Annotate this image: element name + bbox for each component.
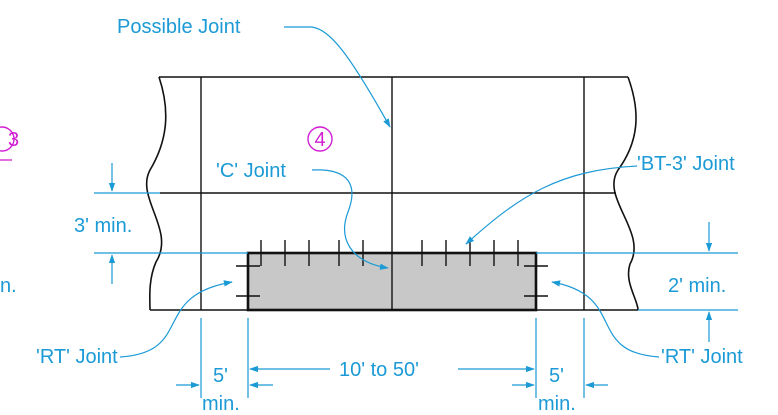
c-joint-label: 'C' Joint <box>216 160 286 182</box>
possible-joint-label: Possible Joint <box>117 16 241 38</box>
callout-3-partial: 3 <box>0 126 19 161</box>
dim-3-min-label: 3' min. <box>74 215 132 237</box>
dim-5-left-value: 5' <box>213 365 228 387</box>
tie-bar-marks <box>260 240 519 266</box>
leader-rt-joint-left: 'RT' Joint <box>36 280 233 368</box>
leader-rt-joint-right: 'RT' Joint <box>551 280 743 368</box>
patch-area <box>236 240 548 312</box>
dim-10-to-50: 10' to 50' <box>249 359 535 381</box>
callout-3-number: 3 <box>8 129 19 151</box>
dim-5-left-min: min. <box>202 393 240 415</box>
callout-4: 4 <box>307 126 333 152</box>
slab-outline <box>145 76 639 311</box>
leader-c-joint: 'C' Joint <box>216 160 389 270</box>
rt-joint-right-label: 'RT' Joint <box>661 346 743 368</box>
callout-4-number: 4 <box>314 129 325 151</box>
bt3-joint-label: 'BT-3' Joint <box>637 153 735 175</box>
dim-5-right-value: 5' <box>549 365 564 387</box>
dim-2-min: 2' min. <box>668 222 726 342</box>
rt-joint-left-label: 'RT' Joint <box>36 346 118 368</box>
leader-possible-joint: Possible Joint <box>117 16 391 128</box>
right-break-line <box>613 76 639 311</box>
leader-bt3-joint: 'BT-3' Joint <box>465 153 735 245</box>
dim-5-min-right: 5' min. <box>512 365 608 415</box>
extension-lines <box>94 192 738 398</box>
dowel-marks <box>236 265 548 297</box>
dim-2-min-label: 2' min. <box>668 275 726 297</box>
partial-min-text: n. <box>0 275 17 297</box>
dim-5-min-left: 5' min. <box>176 365 273 415</box>
dim-10-to-50-label: 10' to 50' <box>339 359 419 381</box>
dim-5-right-min: min. <box>538 393 576 415</box>
left-break-line <box>145 76 167 311</box>
dim-3-min: 3' min. <box>74 163 132 284</box>
